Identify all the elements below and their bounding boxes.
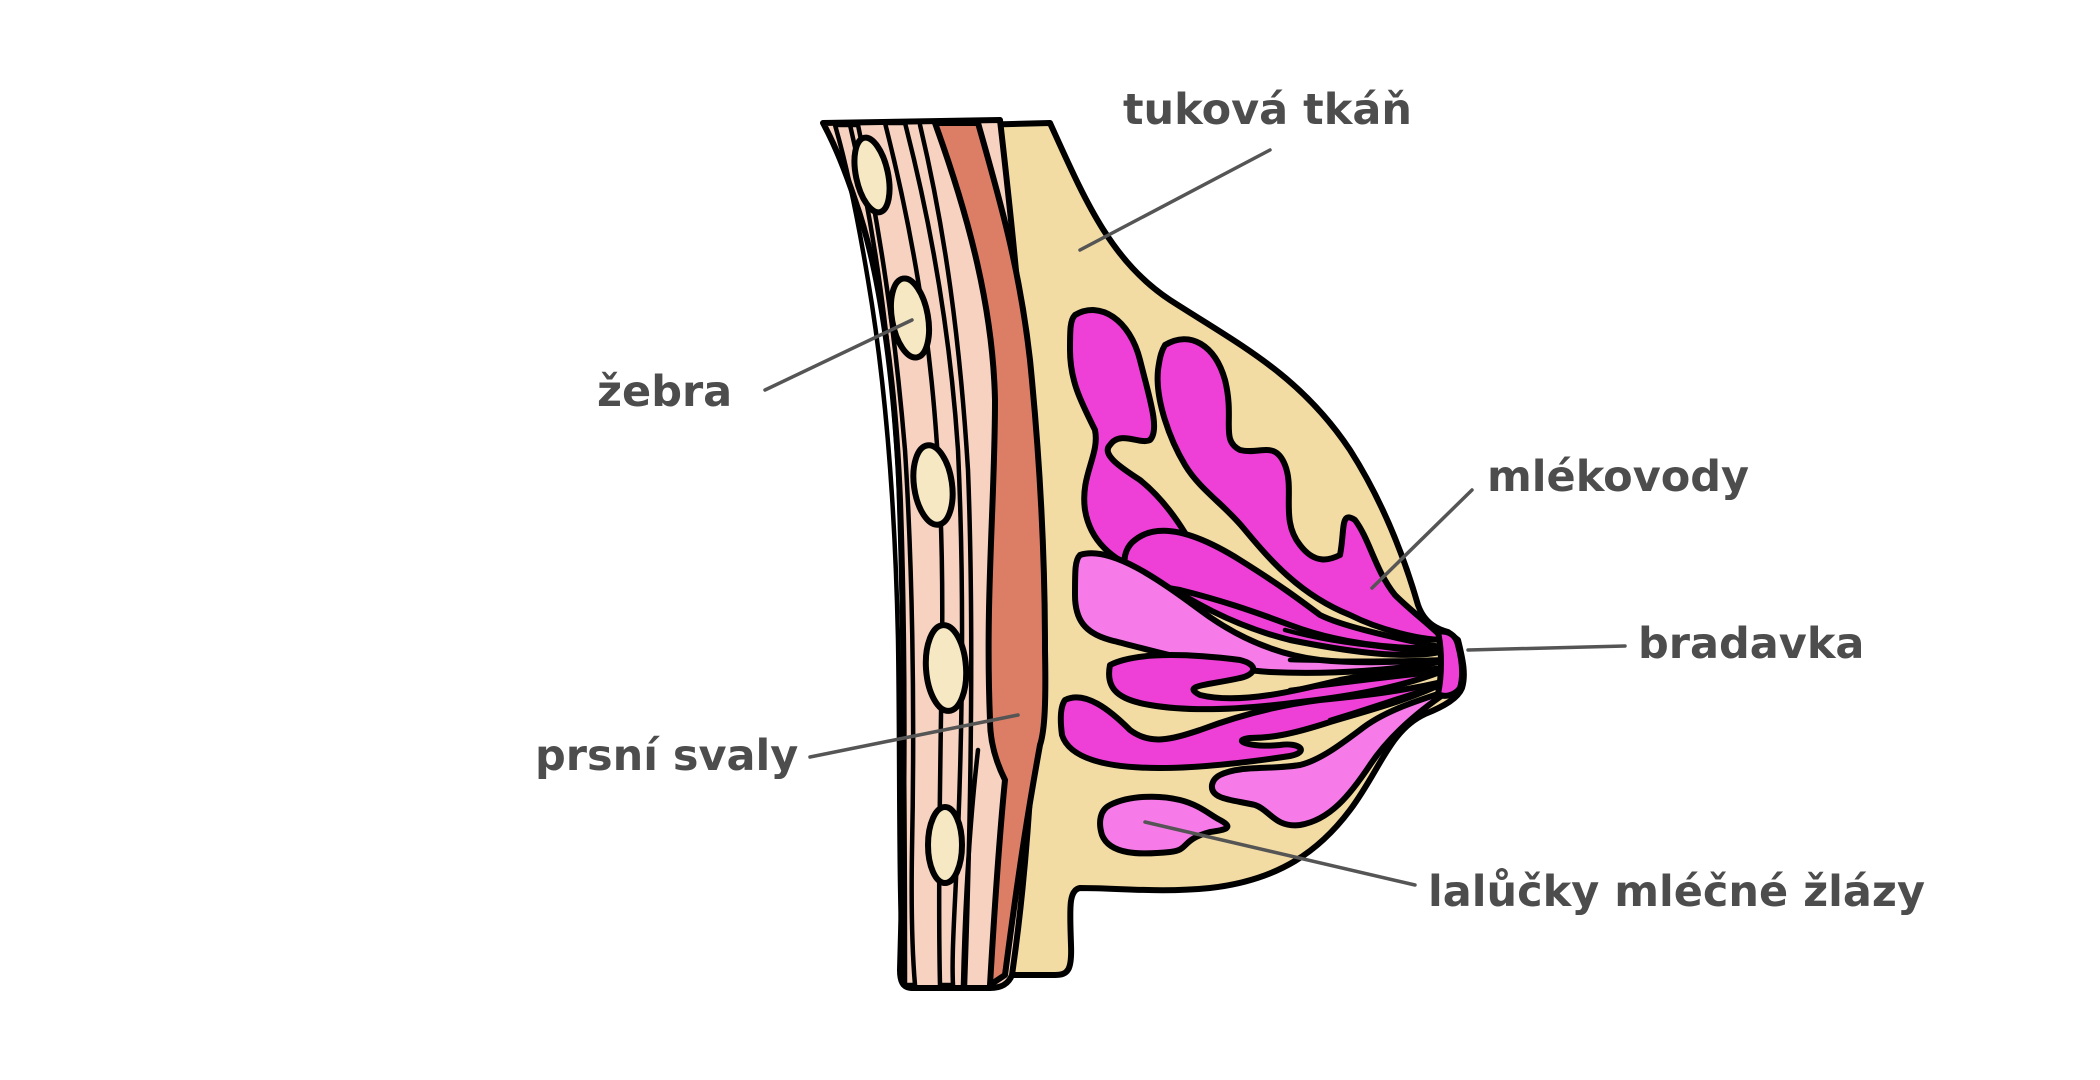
pectoral-muscle	[932, 120, 1049, 988]
muscle-fiber-line-3	[960, 747, 981, 988]
label-milk-ducts: mlékovody	[1487, 452, 1749, 502]
leader-pectoral-muscles	[808, 713, 1020, 759]
muscle-fiber-line-1	[847, 122, 908, 988]
rib-4	[922, 622, 970, 714]
leader-ribs	[763, 318, 914, 392]
rib-3	[910, 442, 956, 528]
lobule-middle-3	[1106, 652, 1453, 713]
rib-1	[851, 134, 893, 216]
nipple-shape	[1435, 628, 1466, 699]
leader-fat-tissue	[1078, 148, 1272, 252]
leader-nipple	[1466, 644, 1627, 652]
label-lobules: lalůčky mléčné žlázy	[1428, 867, 1925, 917]
lobule-middle-2	[1072, 550, 1453, 676]
label-ribs: žebra	[597, 367, 732, 417]
rib-5	[925, 804, 965, 886]
lobule-upper-2	[1154, 336, 1448, 643]
milk-duct-1	[1282, 627, 1458, 653]
milk-duct-2	[1287, 657, 1461, 664]
leader-lobules	[1143, 820, 1417, 887]
label-nipple: bradavka	[1638, 619, 1864, 669]
leader-milk-ducts	[1370, 488, 1474, 590]
lobule-lower-2	[1209, 687, 1453, 829]
rib-2	[887, 275, 933, 361]
label-fat-tissue: tuková tkáň	[1123, 85, 1412, 135]
label-pectoral-muscles: prsní svaly	[535, 731, 798, 781]
lobule-lower-1	[1057, 677, 1453, 771]
